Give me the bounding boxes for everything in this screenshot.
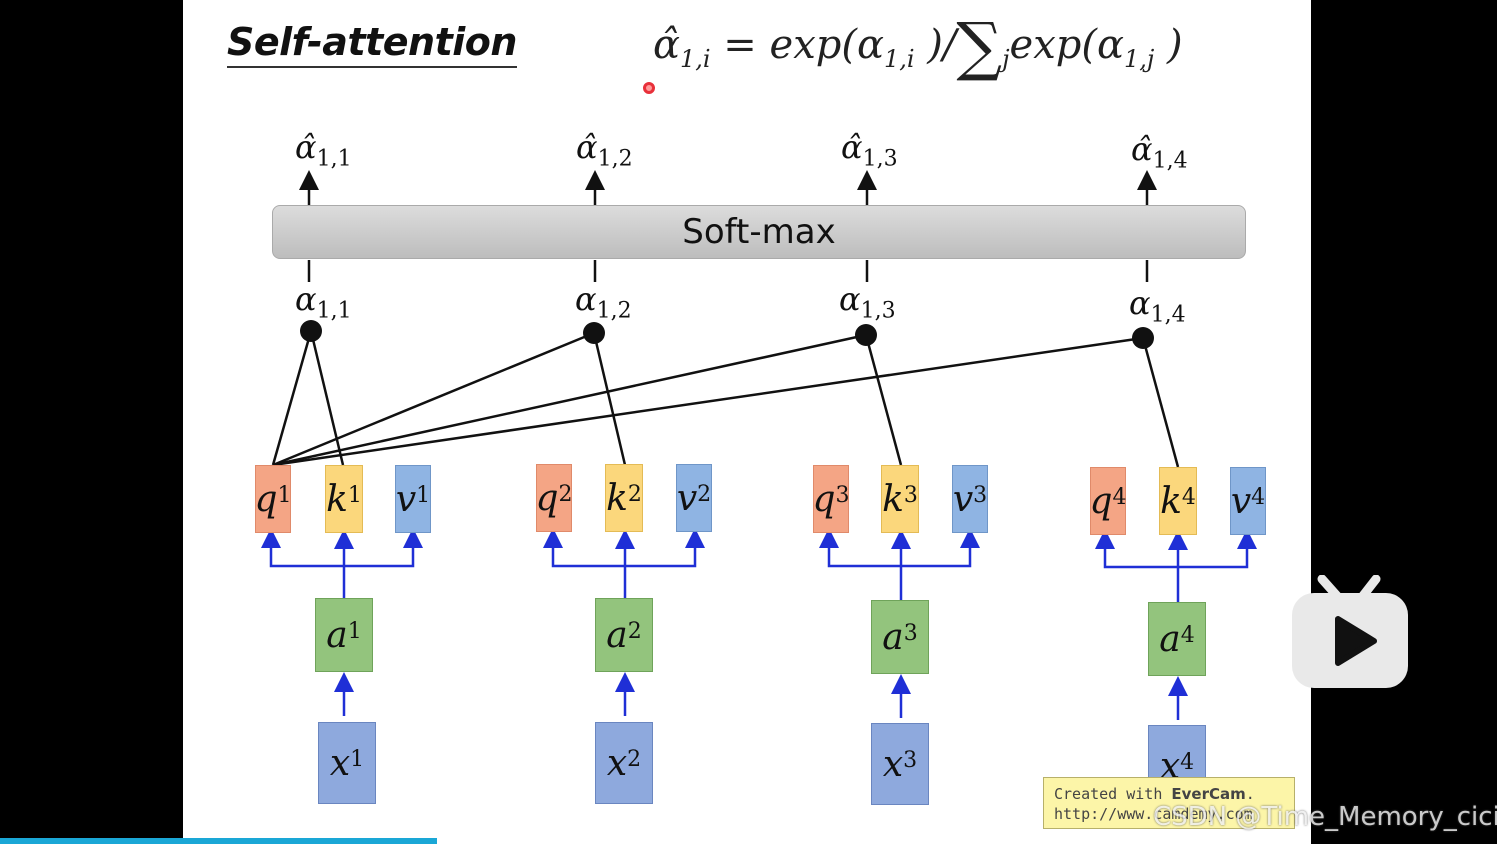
evercam-watermark: Created with EverCam. http://www.camdemy…	[1043, 777, 1295, 829]
softmax-output-arrows	[299, 170, 1157, 205]
dot-product-nodes	[300, 320, 1154, 349]
play-icon	[1335, 616, 1377, 666]
score-alpha-2: α1,2	[575, 280, 632, 324]
slide-title: Self-attention	[227, 20, 517, 68]
bilibili-tv-icon[interactable]	[1290, 575, 1410, 690]
output-alpha-hat-3: α̂1,3	[841, 128, 898, 172]
cursor-pointer-icon	[643, 82, 655, 94]
attention-lines	[271, 330, 1180, 468]
output-alpha-hat-2: α̂1,2	[576, 128, 633, 172]
softmax-layer: Soft-max	[272, 205, 1246, 259]
score-alpha-4: α1,4	[1129, 284, 1186, 328]
output-alpha-hat-1: α̂1,1	[295, 128, 352, 172]
connection-lines	[261, 170, 1257, 720]
video-progress-bar[interactable]	[0, 838, 437, 844]
csdn-watermark: CSDN @Time_Memory_cici	[1153, 802, 1497, 832]
projection-arrows	[261, 528, 1257, 720]
score-alpha-1: α1,1	[295, 280, 352, 324]
score-alpha-3: α1,3	[839, 280, 896, 324]
slide: Self-attention α̂1,i = exp(α1,i )/∑jexp(…	[183, 0, 1311, 844]
softmax-formula: α̂1,i = exp(α1,i )/∑jexp(α1,j )	[653, 10, 1183, 84]
output-alpha-hat-4: α̂1,4	[1131, 130, 1188, 174]
